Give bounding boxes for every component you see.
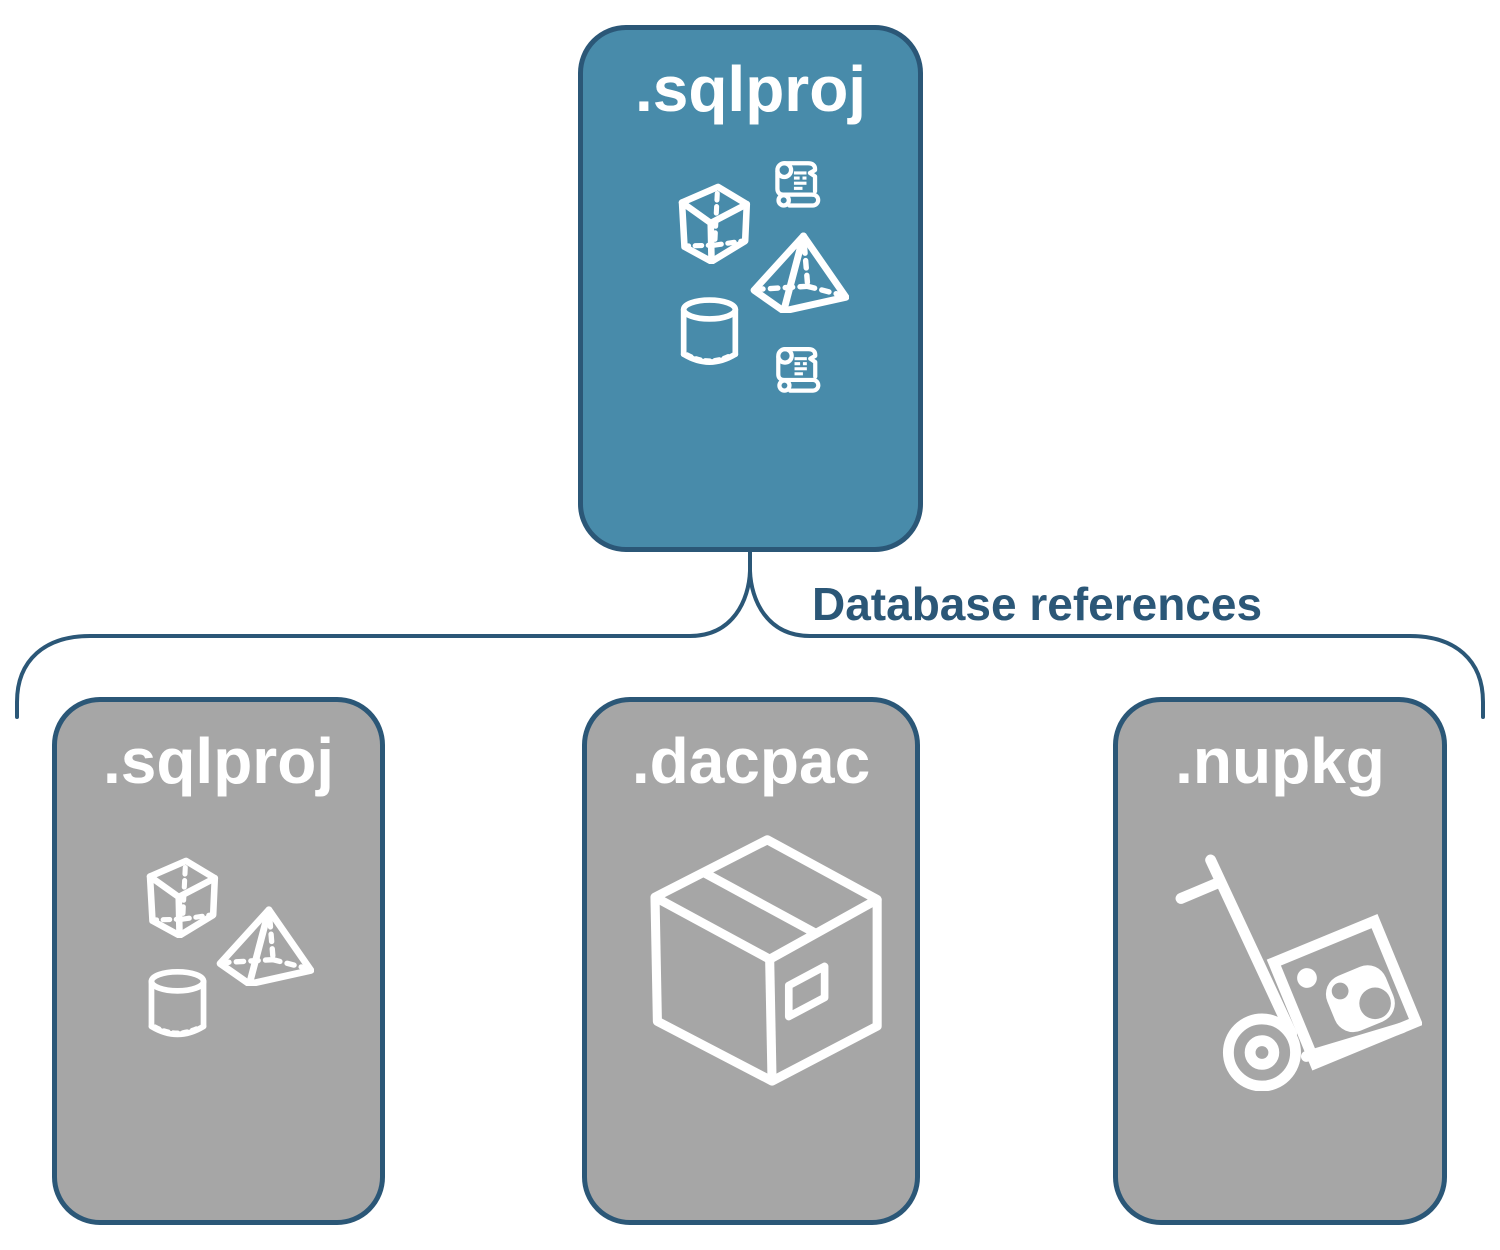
cube-icon bbox=[141, 856, 223, 938]
node-title: .dacpac bbox=[631, 725, 871, 797]
pyramid-icon bbox=[750, 229, 849, 313]
cylinder-icon bbox=[145, 968, 210, 1041]
node-child-sqlproj: .sqlproj bbox=[52, 697, 385, 1225]
node-title: .sqlproj bbox=[102, 725, 335, 797]
package-box-icon bbox=[642, 835, 883, 1093]
scroll-icon bbox=[770, 157, 827, 214]
scroll-icon bbox=[771, 343, 827, 399]
pyramid-icon bbox=[216, 903, 314, 986]
node-root-sqlproj: .sqlproj bbox=[578, 25, 923, 552]
node-child-nupkg: .nupkg bbox=[1113, 697, 1447, 1225]
node-title: .nupkg bbox=[1175, 725, 1385, 797]
node-title: .sqlproj bbox=[634, 53, 867, 125]
node-child-dacpac: .dacpac bbox=[582, 697, 920, 1225]
nuget-dolly-icon bbox=[1175, 854, 1422, 1091]
connector-label: Database references bbox=[812, 578, 1263, 630]
brace-left-arm bbox=[15, 569, 752, 719]
cube-icon bbox=[673, 182, 755, 264]
cylinder-icon bbox=[678, 296, 741, 369]
